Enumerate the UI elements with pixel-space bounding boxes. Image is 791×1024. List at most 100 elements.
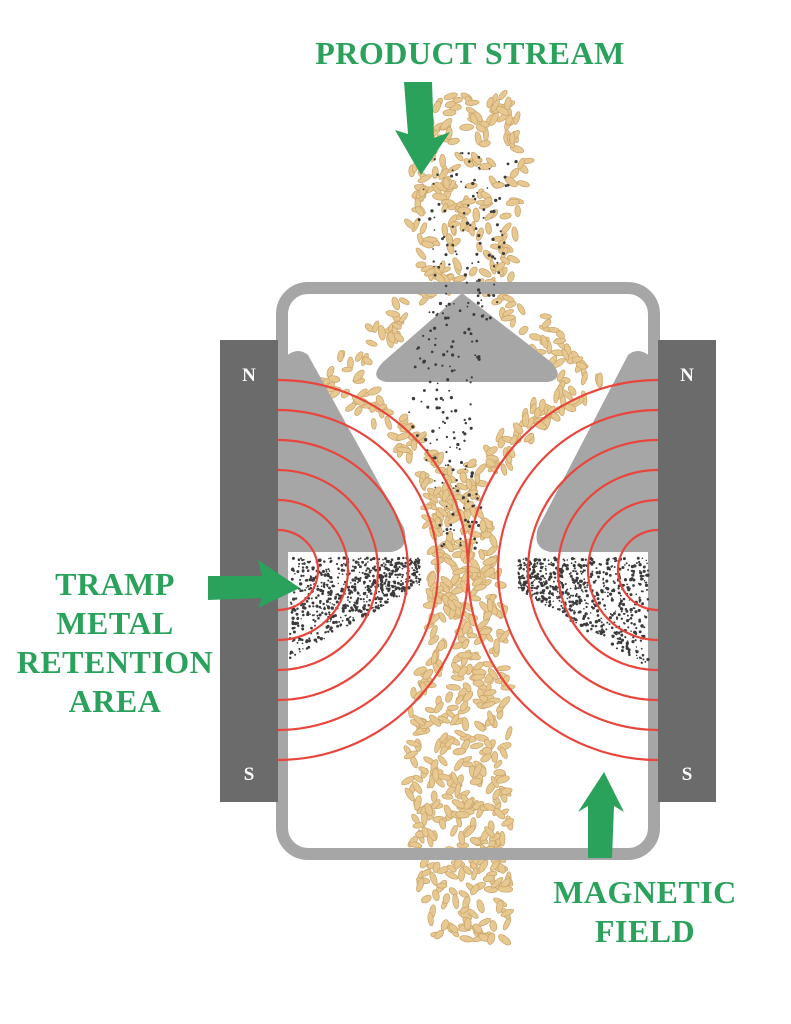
metal-particle: [560, 601, 563, 603]
metal-particle: [326, 600, 329, 604]
metal-particle: [411, 580, 415, 584]
metal-particle: [461, 496, 465, 500]
grain: [412, 714, 426, 726]
metal-line: METAL: [56, 605, 174, 642]
metal-particle: [606, 621, 609, 624]
metal-particle: [641, 624, 644, 627]
metal-particle: [394, 589, 396, 592]
metal-particle: [492, 265, 496, 268]
metal-particle: [367, 561, 369, 563]
metal-particle: [466, 500, 470, 503]
metal-particle: [385, 578, 388, 581]
metal-particle: [394, 570, 397, 573]
metal-particle: [413, 365, 417, 369]
metal-particle: [308, 637, 311, 640]
metal-particle: [330, 618, 332, 621]
metal-particle: [450, 410, 453, 413]
grain: [489, 860, 500, 872]
metal-particle: [327, 568, 330, 571]
metal-particle: [445, 292, 448, 295]
metal-particle: [535, 597, 537, 600]
metal-particle: [424, 437, 428, 442]
metal-particle: [561, 586, 565, 589]
grain: [370, 418, 377, 430]
metal-particle: [610, 598, 614, 602]
metal-particle: [451, 512, 455, 516]
metal-particle: [449, 365, 451, 368]
metal-particle: [608, 623, 611, 626]
metal-particle: [459, 152, 462, 154]
metal-particle: [438, 301, 443, 306]
grain: [548, 326, 560, 333]
metal-particle: [435, 313, 438, 317]
metal-particle: [572, 581, 574, 584]
metal-particle: [430, 209, 434, 213]
metal-particle: [473, 537, 477, 541]
metal-particle: [646, 609, 649, 612]
metal-particle: [545, 580, 548, 583]
metal-particle: [364, 558, 367, 561]
metal-particle: [489, 210, 493, 214]
metal-particle: [583, 608, 585, 610]
metal-particle: [428, 311, 431, 314]
metal-particle: [464, 186, 467, 189]
metal-particle: [572, 603, 575, 606]
metal-particle: [595, 567, 598, 570]
metal-particle: [437, 265, 441, 269]
metal-particle: [620, 638, 625, 642]
metal-particle: [642, 578, 644, 580]
metal-particle: [549, 563, 552, 566]
grain: [485, 157, 497, 167]
metal-particle: [600, 628, 604, 631]
grain: [485, 222, 492, 235]
metal-particle: [451, 468, 455, 472]
metal-particle: [556, 590, 559, 593]
metal-particle: [348, 616, 351, 619]
grain: [463, 798, 473, 810]
metal-particle: [323, 637, 325, 640]
metal-particle: [580, 572, 583, 575]
metal-particle: [322, 602, 325, 606]
grain: [487, 668, 499, 680]
metal-particle: [453, 529, 455, 532]
metal-particle: [290, 577, 294, 581]
metal-particle: [320, 585, 323, 587]
metal-particle: [462, 507, 466, 510]
field-line: [616, 528, 659, 612]
metal-particle: [353, 588, 357, 592]
metal-particle: [544, 557, 546, 560]
metal-particle: [563, 610, 567, 613]
grain: [502, 308, 514, 317]
metal-particle: [434, 397, 438, 401]
grain: [493, 638, 500, 654]
grain: [481, 701, 496, 709]
metal-particle: [409, 562, 413, 565]
grain: [474, 463, 487, 476]
metal-particle: [587, 617, 590, 620]
metal-particle: [473, 504, 476, 507]
metal-particle: [418, 580, 421, 582]
metal-particle: [433, 216, 436, 219]
metal-particle: [618, 567, 622, 571]
metal-particle: [580, 557, 585, 562]
metal-particle: [293, 609, 297, 612]
metal-particle: [606, 587, 610, 591]
metal-particle: [361, 614, 364, 618]
metal-particle: [565, 567, 569, 571]
metal-particle: [585, 602, 588, 605]
metal-particle: [441, 364, 444, 367]
metal-particle: [493, 283, 496, 286]
metal-particle: [325, 568, 328, 571]
metal-particle: [530, 586, 534, 590]
metal-particle: [329, 628, 332, 631]
metal-particle: [580, 623, 584, 627]
metal-particle: [426, 405, 430, 409]
metal-particle: [359, 576, 362, 579]
metal-particle: [467, 493, 471, 497]
metal-particle: [298, 582, 303, 586]
metal-particle: [292, 630, 296, 634]
metal-particle: [453, 369, 456, 372]
grain: [353, 369, 365, 382]
metal-particle: [638, 630, 642, 634]
metal-particle: [348, 621, 352, 625]
